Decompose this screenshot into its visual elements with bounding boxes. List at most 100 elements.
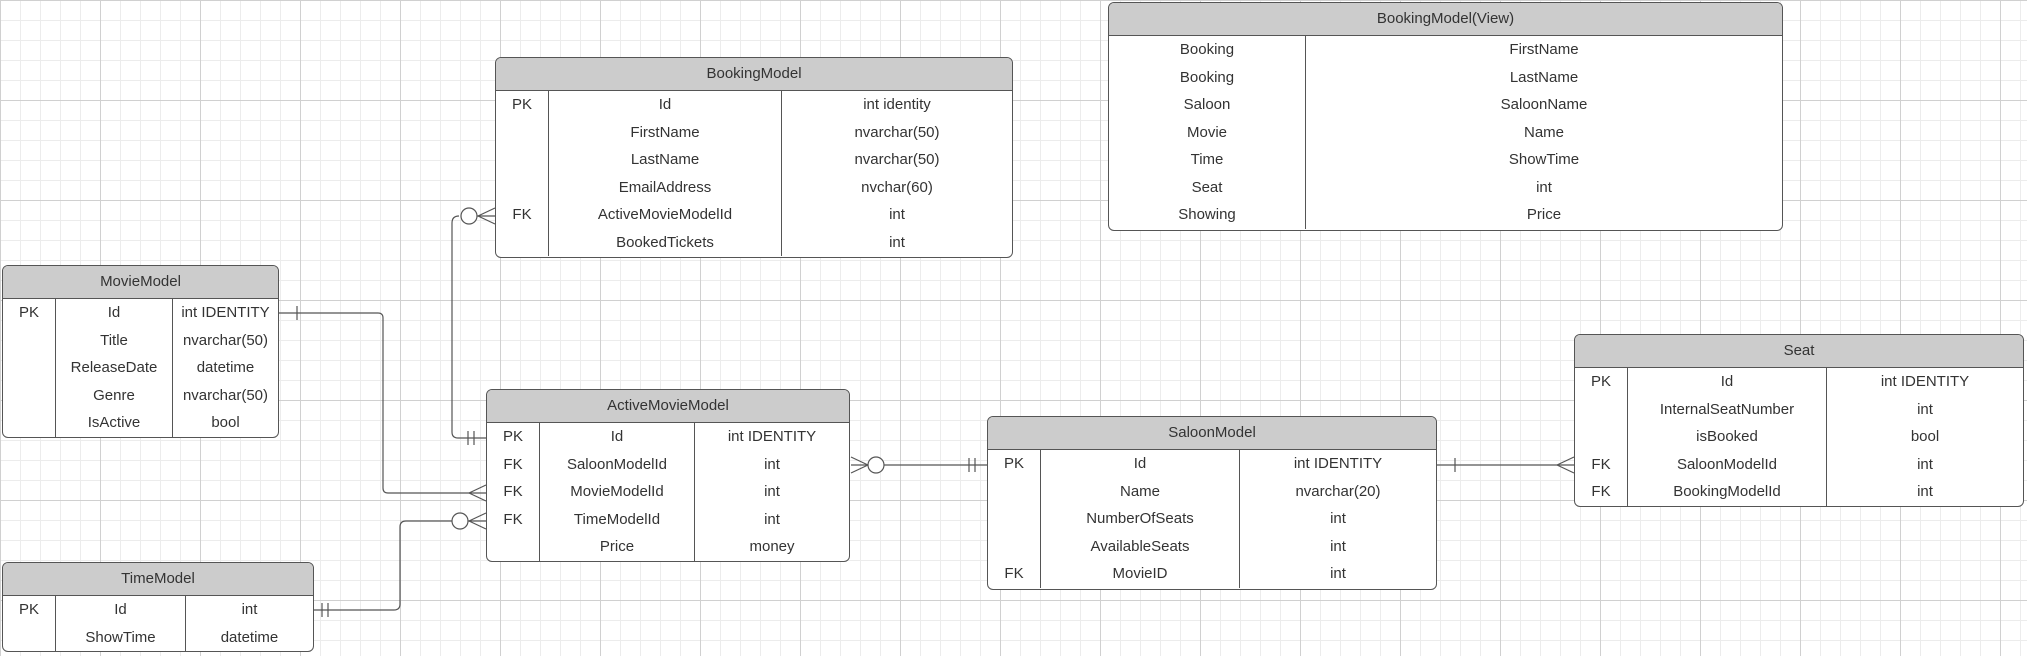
attr-type-cell: bool [1910,428,1940,445]
attr-name-cell: Genre [93,386,135,404]
attr-name-cell: isBooked [1696,428,1758,445]
key-cell: PK [1003,455,1024,472]
attr-name-cell: BookedTickets [616,233,714,251]
entity-title: ActiveMovieModel [487,390,849,423]
attr-name-cell: Id [658,96,672,113]
attr-type-cell: int [889,233,905,251]
attr-name-cell: MovieModelId [570,483,664,500]
attr-value-cell: int [1536,178,1552,196]
attr-type-cell: int [889,206,905,223]
key-cell: FK [1591,455,1611,473]
attr-type-cell: money [749,538,795,555]
attr-value-cell: Price [1526,206,1562,223]
attr-name-cell: Booking [1179,41,1235,58]
key-cell: PK [18,304,39,321]
key-cell [3,409,55,437]
entity-title: MovieModel [3,266,278,299]
zero-circle-marker [867,456,885,474]
attr-name-cell: SaloonModelId [566,455,668,473]
attr-name-cell: Id [1133,455,1147,472]
attr-type-cell: int [1917,483,1933,500]
attr-name-cell: ShowTime [85,628,156,646]
entity-title: BookingModel [496,58,1012,91]
crows-foot-marker [468,512,487,522]
attr-type-cell: int [764,510,780,528]
attr-name-cell: ActiveMovieModelId [597,206,733,223]
attr-value-cell: LastName [1509,68,1579,86]
key-cell [496,229,548,257]
zero-circle-marker [460,207,478,225]
entity-title: Seat [1575,335,2023,368]
attr-name-cell: LastName [630,151,700,168]
attr-name-cell: Id [107,304,121,321]
attr-type-cell: int IDENTITY [1880,373,1970,390]
key-cell [988,505,1040,533]
key-cell: FK [1004,565,1024,582]
attr-name-cell: Booking [1179,68,1235,86]
relationship-movie-to-active-movie [279,312,486,494]
key-cell [496,119,548,147]
attr-name-cell: Price [599,538,635,555]
key-cell: PK [1590,373,1611,390]
attr-type-cell: int [1917,400,1933,418]
key-cell [3,624,55,652]
crows-foot-marker [850,464,869,474]
key-cell [1575,396,1627,424]
attr-type-cell: bool [211,414,240,431]
crows-foot-marker [850,456,869,466]
key-cell: PK [18,601,39,618]
key-cell [496,146,548,174]
attr-name-cell: Time [1190,151,1224,168]
attr-type-cell: nvchar(60) [861,178,933,196]
key-cell [3,382,55,410]
attr-type-cell: nvarchar(50) [182,386,269,404]
attr-name-cell: TimeModelId [573,510,661,528]
attr-name-cell: Title [100,331,128,349]
attr-type-cell: int [1917,455,1933,473]
attr-name-cell: Movie [1186,123,1227,141]
attr-name-cell: SaloonModelId [1676,455,1778,473]
key-cell [496,174,548,202]
attr-type-cell: int IDENTITY [727,428,817,445]
attr-type-cell: int [241,601,258,618]
attr-name-cell: Id [1720,373,1734,390]
attr-value-cell: FirstName [1509,41,1579,58]
attr-name-cell: ReleaseDate [70,359,158,376]
key-cell [487,533,539,561]
key-cell [1575,423,1627,451]
key-cell [3,354,55,382]
attr-name-cell: BookingModelId [1673,483,1781,500]
attr-type-cell: int [1330,510,1346,527]
relationship-time-to-active-movie [314,520,486,611]
attr-type-cell: int [764,455,780,473]
attr-type-cell: nvarchar(50) [182,331,269,349]
key-cell: FK [1591,483,1611,500]
attr-type-cell: int [1330,537,1346,555]
entity-title: TimeModel [3,563,313,596]
attr-name-cell: Id [114,601,127,618]
attr-type-cell: nvarchar(20) [1295,482,1381,500]
key-cell: FK [512,206,532,223]
attr-type-cell: int [764,483,780,500]
entity-title: BookingModel(View) [1109,3,1782,36]
attr-name-cell: Seat [1191,178,1223,196]
attr-name-cell: Id [610,428,624,445]
attr-type-cell: int IDENTITY [181,304,270,321]
attr-name-cell: EmailAddress [618,178,712,196]
key-cell [3,327,55,355]
key-cell [988,478,1040,506]
key-cell: FK [503,483,523,500]
attr-type-cell: datetime [196,359,255,376]
attr-type-cell: nvarchar(50) [854,123,940,141]
attr-type-cell: datetime [220,628,279,646]
attr-value-cell: ShowTime [1508,151,1580,168]
attr-name-cell: NumberOfSeats [1086,510,1194,527]
crows-foot-marker [477,215,496,225]
